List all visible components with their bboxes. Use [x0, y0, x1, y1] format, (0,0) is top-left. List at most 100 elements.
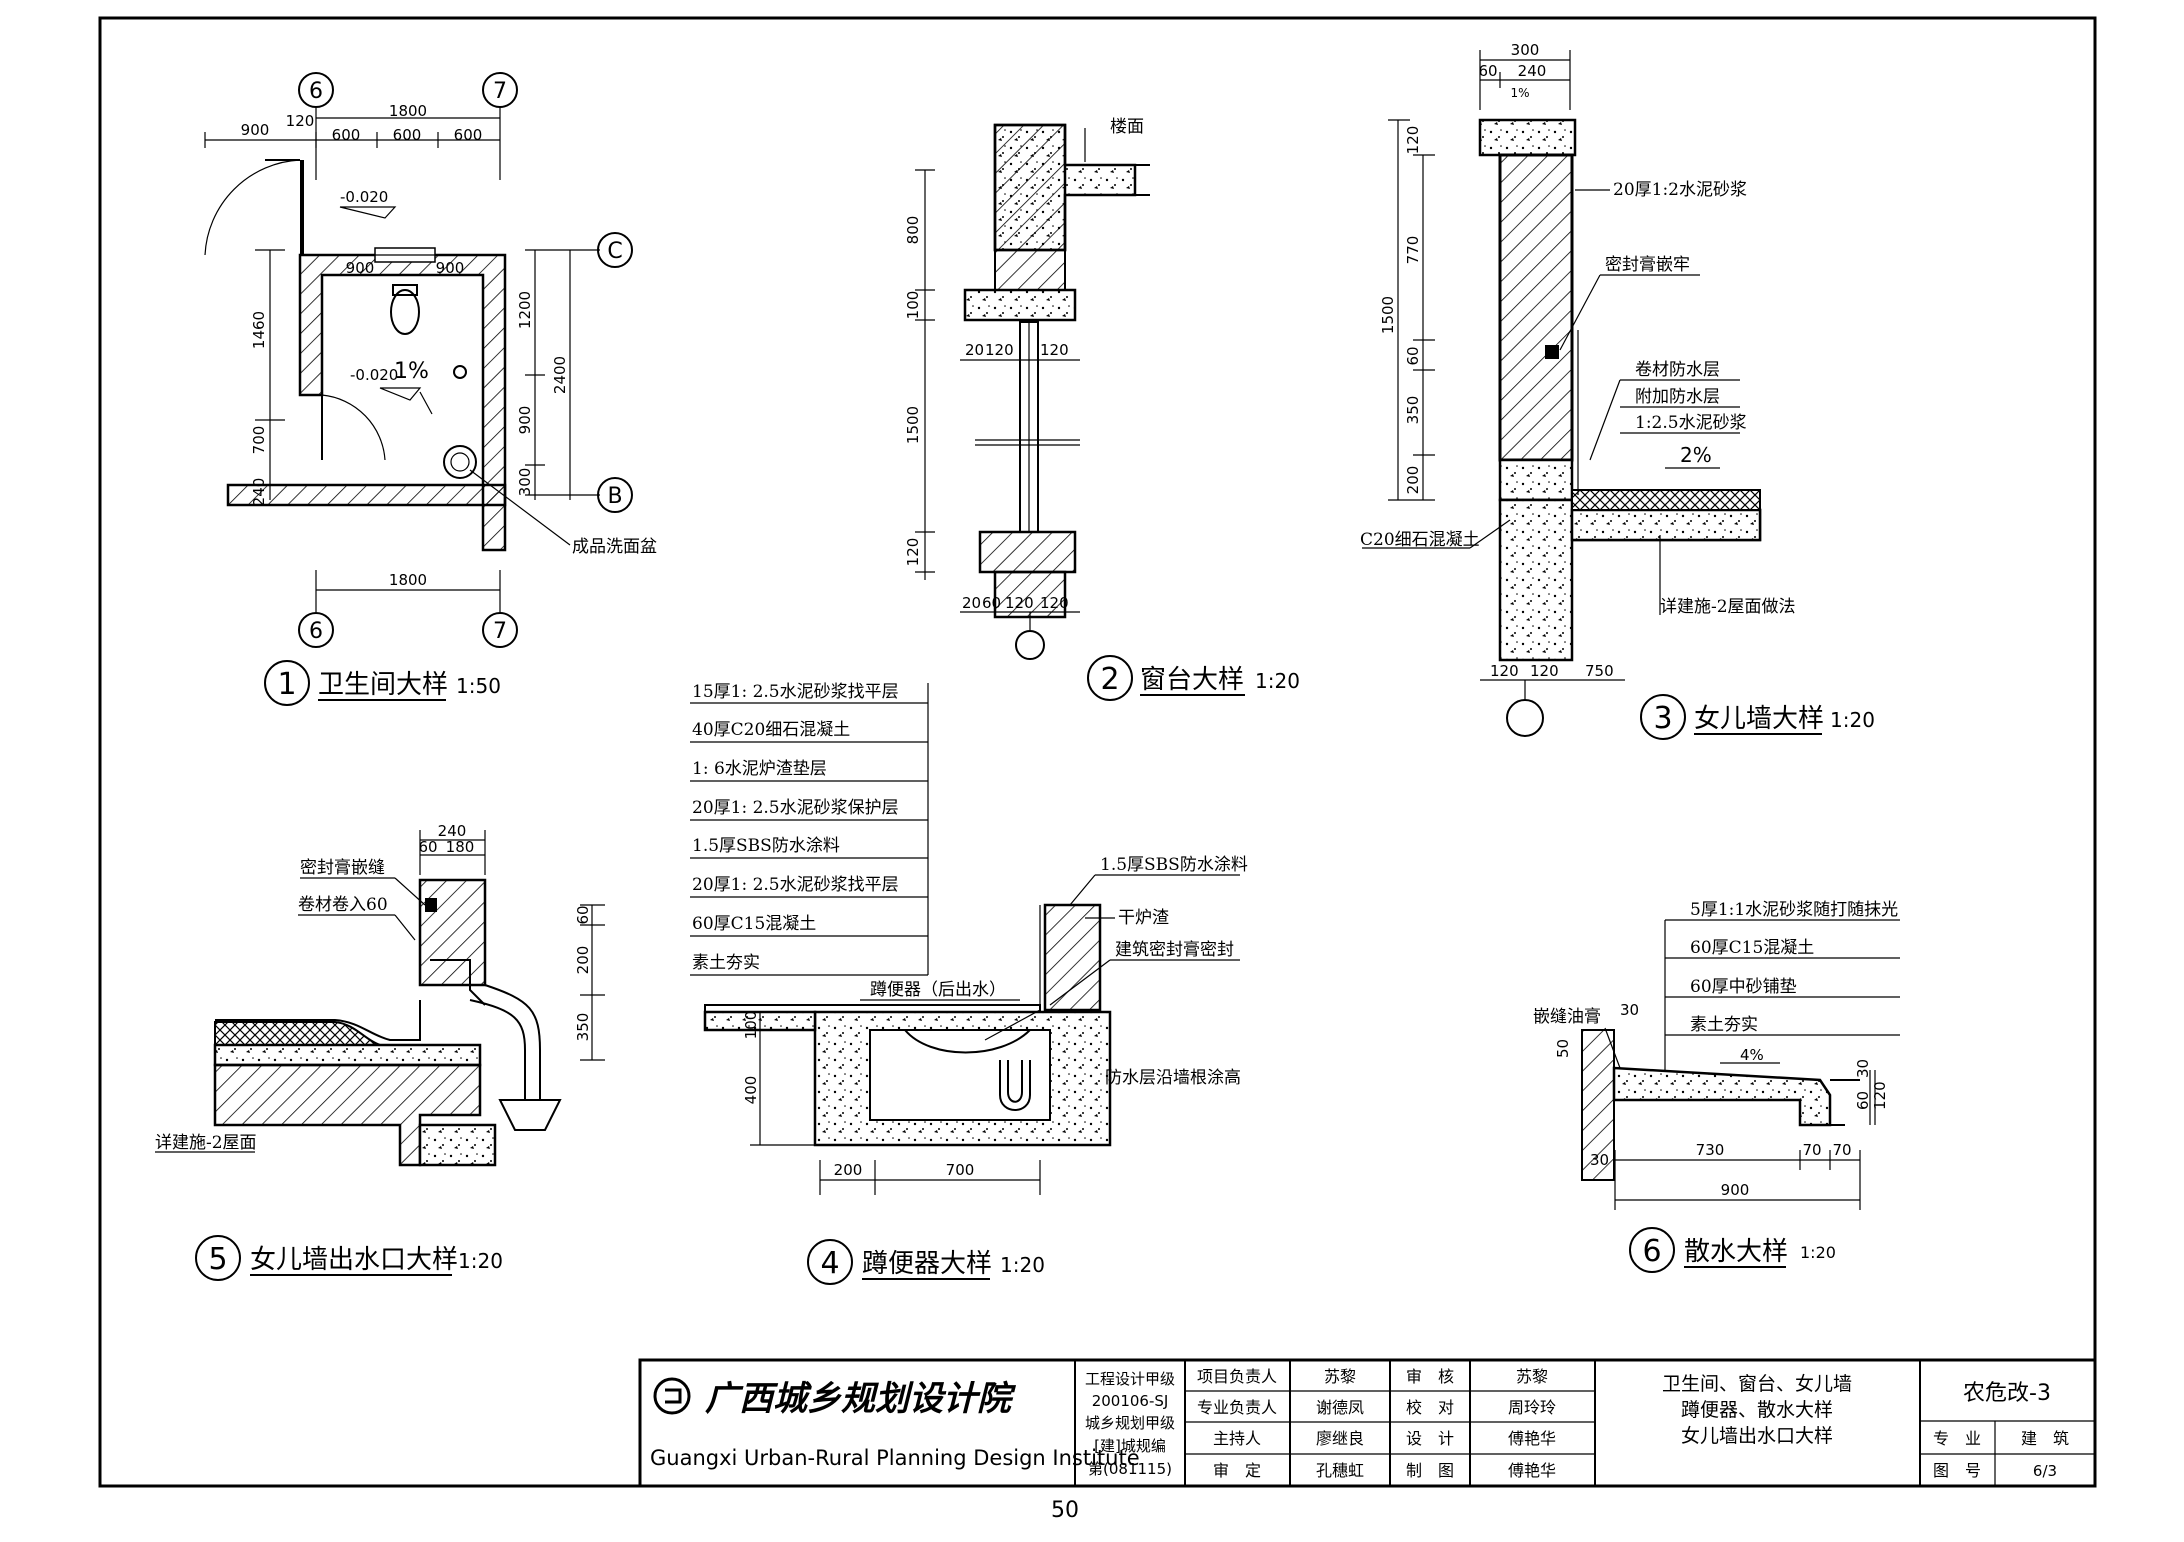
drawing-number-code: 农危改-3: [1963, 1381, 2051, 1406]
dim-label: 700: [946, 1161, 975, 1179]
axis-bubble: [298, 72, 334, 108]
dim-label: 1200: [516, 291, 534, 329]
role-label: 审 定: [1213, 1461, 1261, 1480]
layer-label: 1: 6水泥炉渣垫层: [692, 759, 827, 779]
floor-drain: [453, 365, 467, 379]
dim-label: 350: [1404, 396, 1422, 425]
apron-drawing: 5厚1:1水泥砂浆随打随抹光 60厚C15混凝土 60厚中砂铺垫 素土夯实 4%…: [1533, 900, 1900, 1273]
dim-label: 200: [574, 946, 592, 975]
axis-label-top-6: 6: [309, 79, 323, 104]
drawing-number-bubble: [1629, 1227, 1675, 1273]
check-label: 制 图: [1406, 1461, 1454, 1480]
dim-label: 800: [904, 216, 922, 245]
dim-label: 1800: [389, 571, 427, 589]
dim-label: 240: [1518, 62, 1547, 80]
dim-label: 60: [418, 838, 437, 856]
dim-label: 30: [1590, 1151, 1609, 1169]
dim-label: 100: [742, 1011, 760, 1040]
drawing-number-bubble: [195, 1235, 241, 1281]
layer-label: 20厚1: 2.5水泥砂浆保护层: [692, 798, 899, 818]
slope-label: 4%: [1740, 1046, 1764, 1064]
sill-slab: [963, 288, 1077, 322]
check-name: 苏黎: [1516, 1367, 1548, 1386]
dim-label: 750: [1585, 662, 1614, 680]
dim-label: 120: [1040, 594, 1069, 612]
note-label: 20厚1:2水泥砂浆: [1613, 180, 1747, 200]
axis-label-c: C: [607, 239, 622, 264]
cert-line: 工程设计甲级: [1085, 1370, 1175, 1388]
window-sill-drawing: 楼面 800 100 1500 120 20 120 120 20 60 120…: [904, 117, 1300, 701]
dim-label: 1460: [250, 311, 268, 349]
drawing-title: 女儿墙大样: [1694, 704, 1824, 734]
apron-slab: [1612, 1066, 1832, 1127]
dim-label: 120: [985, 341, 1014, 359]
cert-line: 200106-SJ: [1092, 1392, 1169, 1410]
dim-label: 900: [1721, 1181, 1750, 1199]
dim-label: 900: [436, 259, 465, 277]
note-label: C20细石混凝土: [1360, 530, 1480, 550]
outlet-wall: [418, 878, 487, 987]
dim-label: 120: [1530, 662, 1559, 680]
role-label: 专业负责人: [1197, 1398, 1277, 1417]
check-name: 周玲玲: [1508, 1398, 1556, 1417]
layer-label: 20厚1: 2.5水泥砂浆找平层: [692, 875, 899, 895]
drawing-title-line: 蹲便器、散水大样: [1681, 1399, 1833, 1421]
washbasin: [443, 445, 477, 479]
dim-label: 240: [438, 822, 467, 840]
discipline-value: 建 筑: [2021, 1429, 2069, 1448]
drawing-title: 散水大样: [1684, 1237, 1788, 1267]
note-label: 密封膏嵌缝: [300, 857, 385, 878]
dim-label: 120: [904, 538, 922, 567]
drawing-number: 5: [208, 1242, 227, 1277]
parapet-drawing: 300 60 240 1% 120 770 1500 60 350 200 20…: [1360, 41, 1875, 740]
dim-label: 600: [393, 126, 422, 144]
check-name: 傅艳华: [1508, 1429, 1556, 1448]
dim-label: 30: [1620, 1001, 1639, 1019]
note-label: 1:2.5水泥砂浆: [1635, 413, 1747, 433]
dim-label: 60: [1854, 1091, 1872, 1110]
drawing-title-line: 卫生间、窗台、女儿墙: [1662, 1373, 1852, 1395]
drawing-number-bubble: [807, 1239, 853, 1285]
check-name: 傅艳华: [1508, 1461, 1556, 1480]
axis-label-bottom-7: 7: [493, 619, 507, 644]
check-label: 校 对: [1406, 1398, 1454, 1417]
dim-label: 120: [1005, 594, 1034, 612]
drawing-number: 2: [1100, 662, 1119, 697]
company-name-en: Guangxi Urban-Rural Planning Design Inst…: [650, 1446, 1140, 1470]
dim-label: 600: [332, 126, 361, 144]
parapet-wall: [1498, 153, 1574, 462]
axis-label-b: B: [607, 484, 622, 509]
discipline-label: 专 业: [1933, 1429, 1981, 1448]
level-label: -0.020: [340, 188, 388, 206]
role-label: 主持人: [1213, 1429, 1261, 1448]
dim-label: 60: [574, 905, 592, 924]
note-label: 附加防水层: [1635, 387, 1720, 407]
cert-line: [建]城规编: [1094, 1437, 1166, 1455]
dim-label: 120: [1871, 1081, 1889, 1110]
drawing-scale: 1:20: [1830, 708, 1875, 732]
dim-label: 120: [1404, 126, 1422, 155]
fixture-label: 蹲便器（后出水）: [870, 980, 1006, 1000]
layer-label: 60厚C15混凝土: [692, 914, 816, 934]
dim-label: 180: [446, 838, 475, 856]
drawing-title: 窗台大样: [1140, 665, 1244, 695]
layer-label: 素土夯实: [1690, 1015, 1758, 1035]
layer-label: 60厚中砂铺垫: [1690, 977, 1797, 997]
drawing-title-line: 女儿墙出水口大样: [1681, 1425, 1833, 1447]
parapet-coping: [1478, 118, 1577, 157]
dim-label: 200: [1404, 466, 1422, 495]
dim-label: 2400: [551, 356, 569, 394]
layer-label: 40厚C20细石混凝土: [692, 720, 850, 740]
trap-pipe: [999, 1060, 1031, 1111]
cert-line: 城乡规划甲级: [1085, 1414, 1175, 1432]
drawing-scale: 1:20: [1800, 1243, 1836, 1262]
dim-label: 30: [1854, 1059, 1872, 1078]
role-name: 苏黎: [1324, 1367, 1356, 1386]
drawing-number-bubble: [1640, 694, 1686, 740]
outlet-pipe: [484, 984, 541, 1100]
dim-label: 50: [1554, 1039, 1572, 1058]
dim-label: 70: [1802, 1141, 1821, 1159]
drawing-number: 4: [820, 1246, 839, 1281]
dim-label: 770: [1404, 236, 1422, 265]
